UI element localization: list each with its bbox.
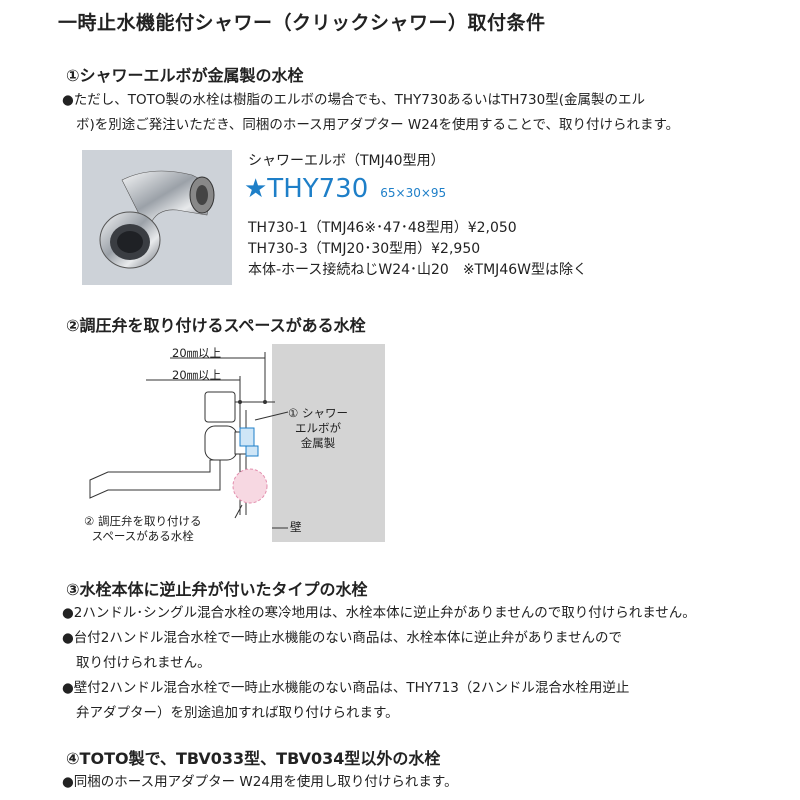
section1-note: ●ただし、TOTO製の水栓は樹脂のエルボの場合でも、THY730あるいはTH73… — [62, 88, 782, 138]
section3-bullets: ●2ハンドル･シングル混合水栓の寒冷地用は、水栓本体に逆止弁がありませんので取り… — [62, 601, 782, 726]
shower-elbow-image — [99, 170, 215, 269]
page-title: 一時止水機能付シャワー（クリックシャワー）取付条件 — [58, 12, 546, 34]
elbow-photo — [82, 150, 232, 285]
product-label: シャワーエルボ（TMJ40型用） — [248, 153, 445, 169]
faucet-diagram: 20㎜以上 20㎜以上 ① シャワー エルボが 金属製 ② 調圧弁を取り付ける … — [60, 340, 400, 550]
product-dims: 65×30×95 — [380, 186, 447, 200]
product-specs: TH730-1（TMJ46※･47･48型用）¥2,050 TH730-3（TM… — [248, 218, 587, 281]
section3-bullet-2-cont: 取り付けられません。 — [76, 655, 211, 671]
dim-label-1: 20㎜以上 — [172, 346, 222, 360]
product-name-row: ★THY730 65×30×95 — [244, 174, 446, 204]
section3-bullet-3: ●壁付2ハンドル混合水栓で一時止水機能のない商品は、THY713（2ハンドル混合… — [62, 680, 630, 696]
spec-line-3: 本体-ホース接続ねじW24･山20 ※TMJ46W型は除く — [248, 262, 587, 278]
section3-heading: ③水栓本体に逆止弁が付いたタイプの水栓 — [66, 580, 368, 599]
wall-shape — [272, 344, 385, 542]
callout-valve-l1: ② 調圧弁を取り付ける — [84, 514, 202, 528]
callout-elbow-l2: エルボが — [294, 421, 341, 435]
spec-line-1: TH730-1（TMJ46※･47･48型用）¥2,050 — [248, 220, 517, 236]
section3-bullet-3-cont: 弁アダプター）を別途追加すれば取り付けられます。 — [76, 705, 399, 721]
faucet-diagram-svg — [89, 344, 385, 542]
section1-note-line2: ボ)を別途ご発注いただき、同梱のホース用アダプター W24を使用することで、取り… — [76, 117, 680, 133]
callout-elbow-l3: 金属製 — [300, 436, 336, 450]
spec-line-2: TH730-3（TMJ20･30型用）¥2,950 — [248, 241, 481, 257]
product-name: ★THY730 — [244, 174, 369, 204]
section4-heading: ④TOTO製で、TBV033型、TBV034型以外の水栓 — [66, 749, 441, 768]
callout-valve: ② 調圧弁を取り付ける スペースがある水栓 — [84, 514, 201, 544]
callout-elbow-l1: ① シャワー — [288, 406, 348, 420]
section1-note-line1: ●ただし、TOTO製の水栓は樹脂のエルボの場合でも、THY730あるいはTH73… — [62, 92, 645, 108]
section3-bullet-1: ●2ハンドル･シングル混合水栓の寒冷地用は、水栓本体に逆止弁がありませんので取り… — [62, 605, 696, 621]
section2-heading: ②調圧弁を取り付けるスペースがある水栓 — [66, 316, 366, 335]
callout-elbow: ① シャワー エルボが 金属製 — [288, 406, 348, 451]
section4-bullet-1: ●同梱のホース用アダプター W24用を使用し取り付けられます。 — [62, 774, 458, 790]
callout-valve-l2: スペースがある水栓 — [91, 529, 194, 543]
section1-heading: ①シャワーエルボが金属製の水栓 — [66, 66, 304, 85]
wall-label: 壁 — [290, 520, 302, 534]
dim-label-2: 20㎜以上 — [172, 368, 222, 382]
section3-bullet-2: ●台付2ハンドル混合水栓で一時止水機能のない商品は、水栓本体に逆止弁がありません… — [62, 630, 622, 646]
